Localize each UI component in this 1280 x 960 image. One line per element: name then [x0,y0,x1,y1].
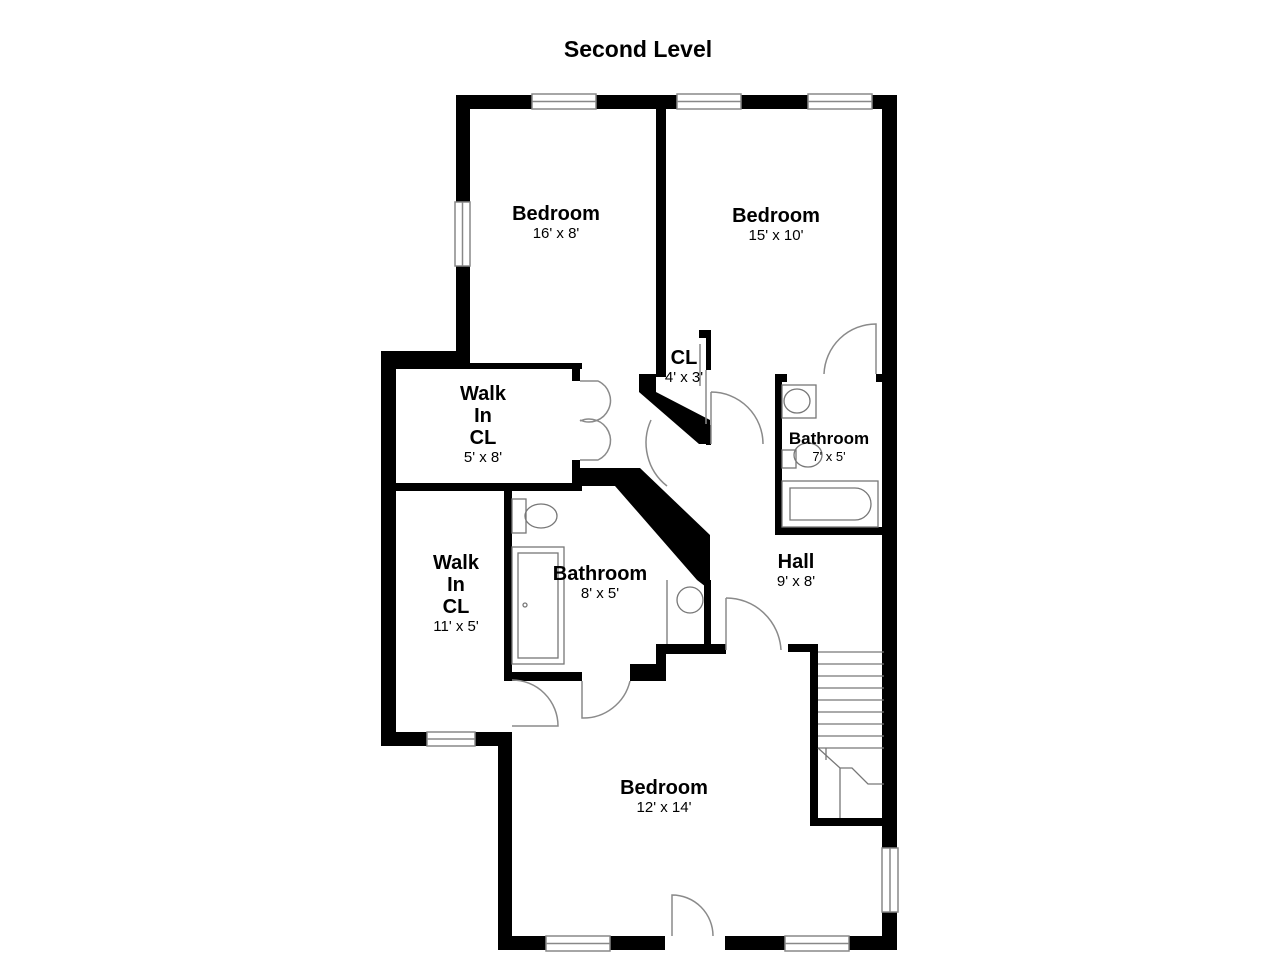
room-dimensions: 15' x 10' [748,227,804,244]
fixtures [511,344,879,665]
room-name-line: Walk [433,552,479,574]
room-bedroom-ne: Bedroom 15' x 10' [732,205,820,244]
room-hall: Hall 9' x 8' [777,551,815,590]
room-name: Bedroom [512,203,600,225]
exterior-walls [381,95,897,950]
room-dimensions: 9' x 8' [776,573,816,590]
door-openings [582,670,725,952]
room-name: CL [670,347,698,369]
room-dimensions: 5' x 8' [463,449,503,466]
room-dimensions: 16' x 8' [532,225,580,242]
room-dimensions: 8' x 5' [580,585,620,602]
room-name-line: CL [469,427,497,449]
room-name-line: Walk [460,383,506,405]
room-dimensions: 7' x 5' [812,449,846,464]
room-bathroom-center: Bathroom 8' x 5' [553,563,647,602]
room-name: Bathroom [788,429,870,448]
room-name: Bedroom [620,777,708,799]
room-name-line: In [447,574,465,596]
room-dimensions: 11' x 5' [433,618,479,635]
door-swings [511,323,877,937]
room-bathroom-east: Bathroom 7' x 5' [789,429,869,465]
room-name: Bathroom [552,563,648,585]
stairs [817,651,884,818]
room-bedroom-nw: Bedroom 16' x 8' [512,203,600,242]
floor-title: Second Level [563,36,713,62]
room-closet: CL 4' x 3' [665,347,703,386]
room-name: Bedroom [732,205,820,227]
room-bedroom-south: Bedroom 12' x 14' [620,777,708,816]
room-dimensions: 4' x 3' [664,369,704,386]
room-name: Hall [777,551,815,573]
room-walkin-closet-lower: Walk In CL 11' x 5' [433,552,479,635]
interior-walls [396,109,885,826]
room-walkin-closet-upper: Walk In CL 5' x 8' [460,383,506,466]
windows [426,93,899,952]
room-name-line: In [474,405,492,427]
room-dimensions: 12' x 14' [636,799,692,816]
room-name-line: CL [442,596,470,618]
